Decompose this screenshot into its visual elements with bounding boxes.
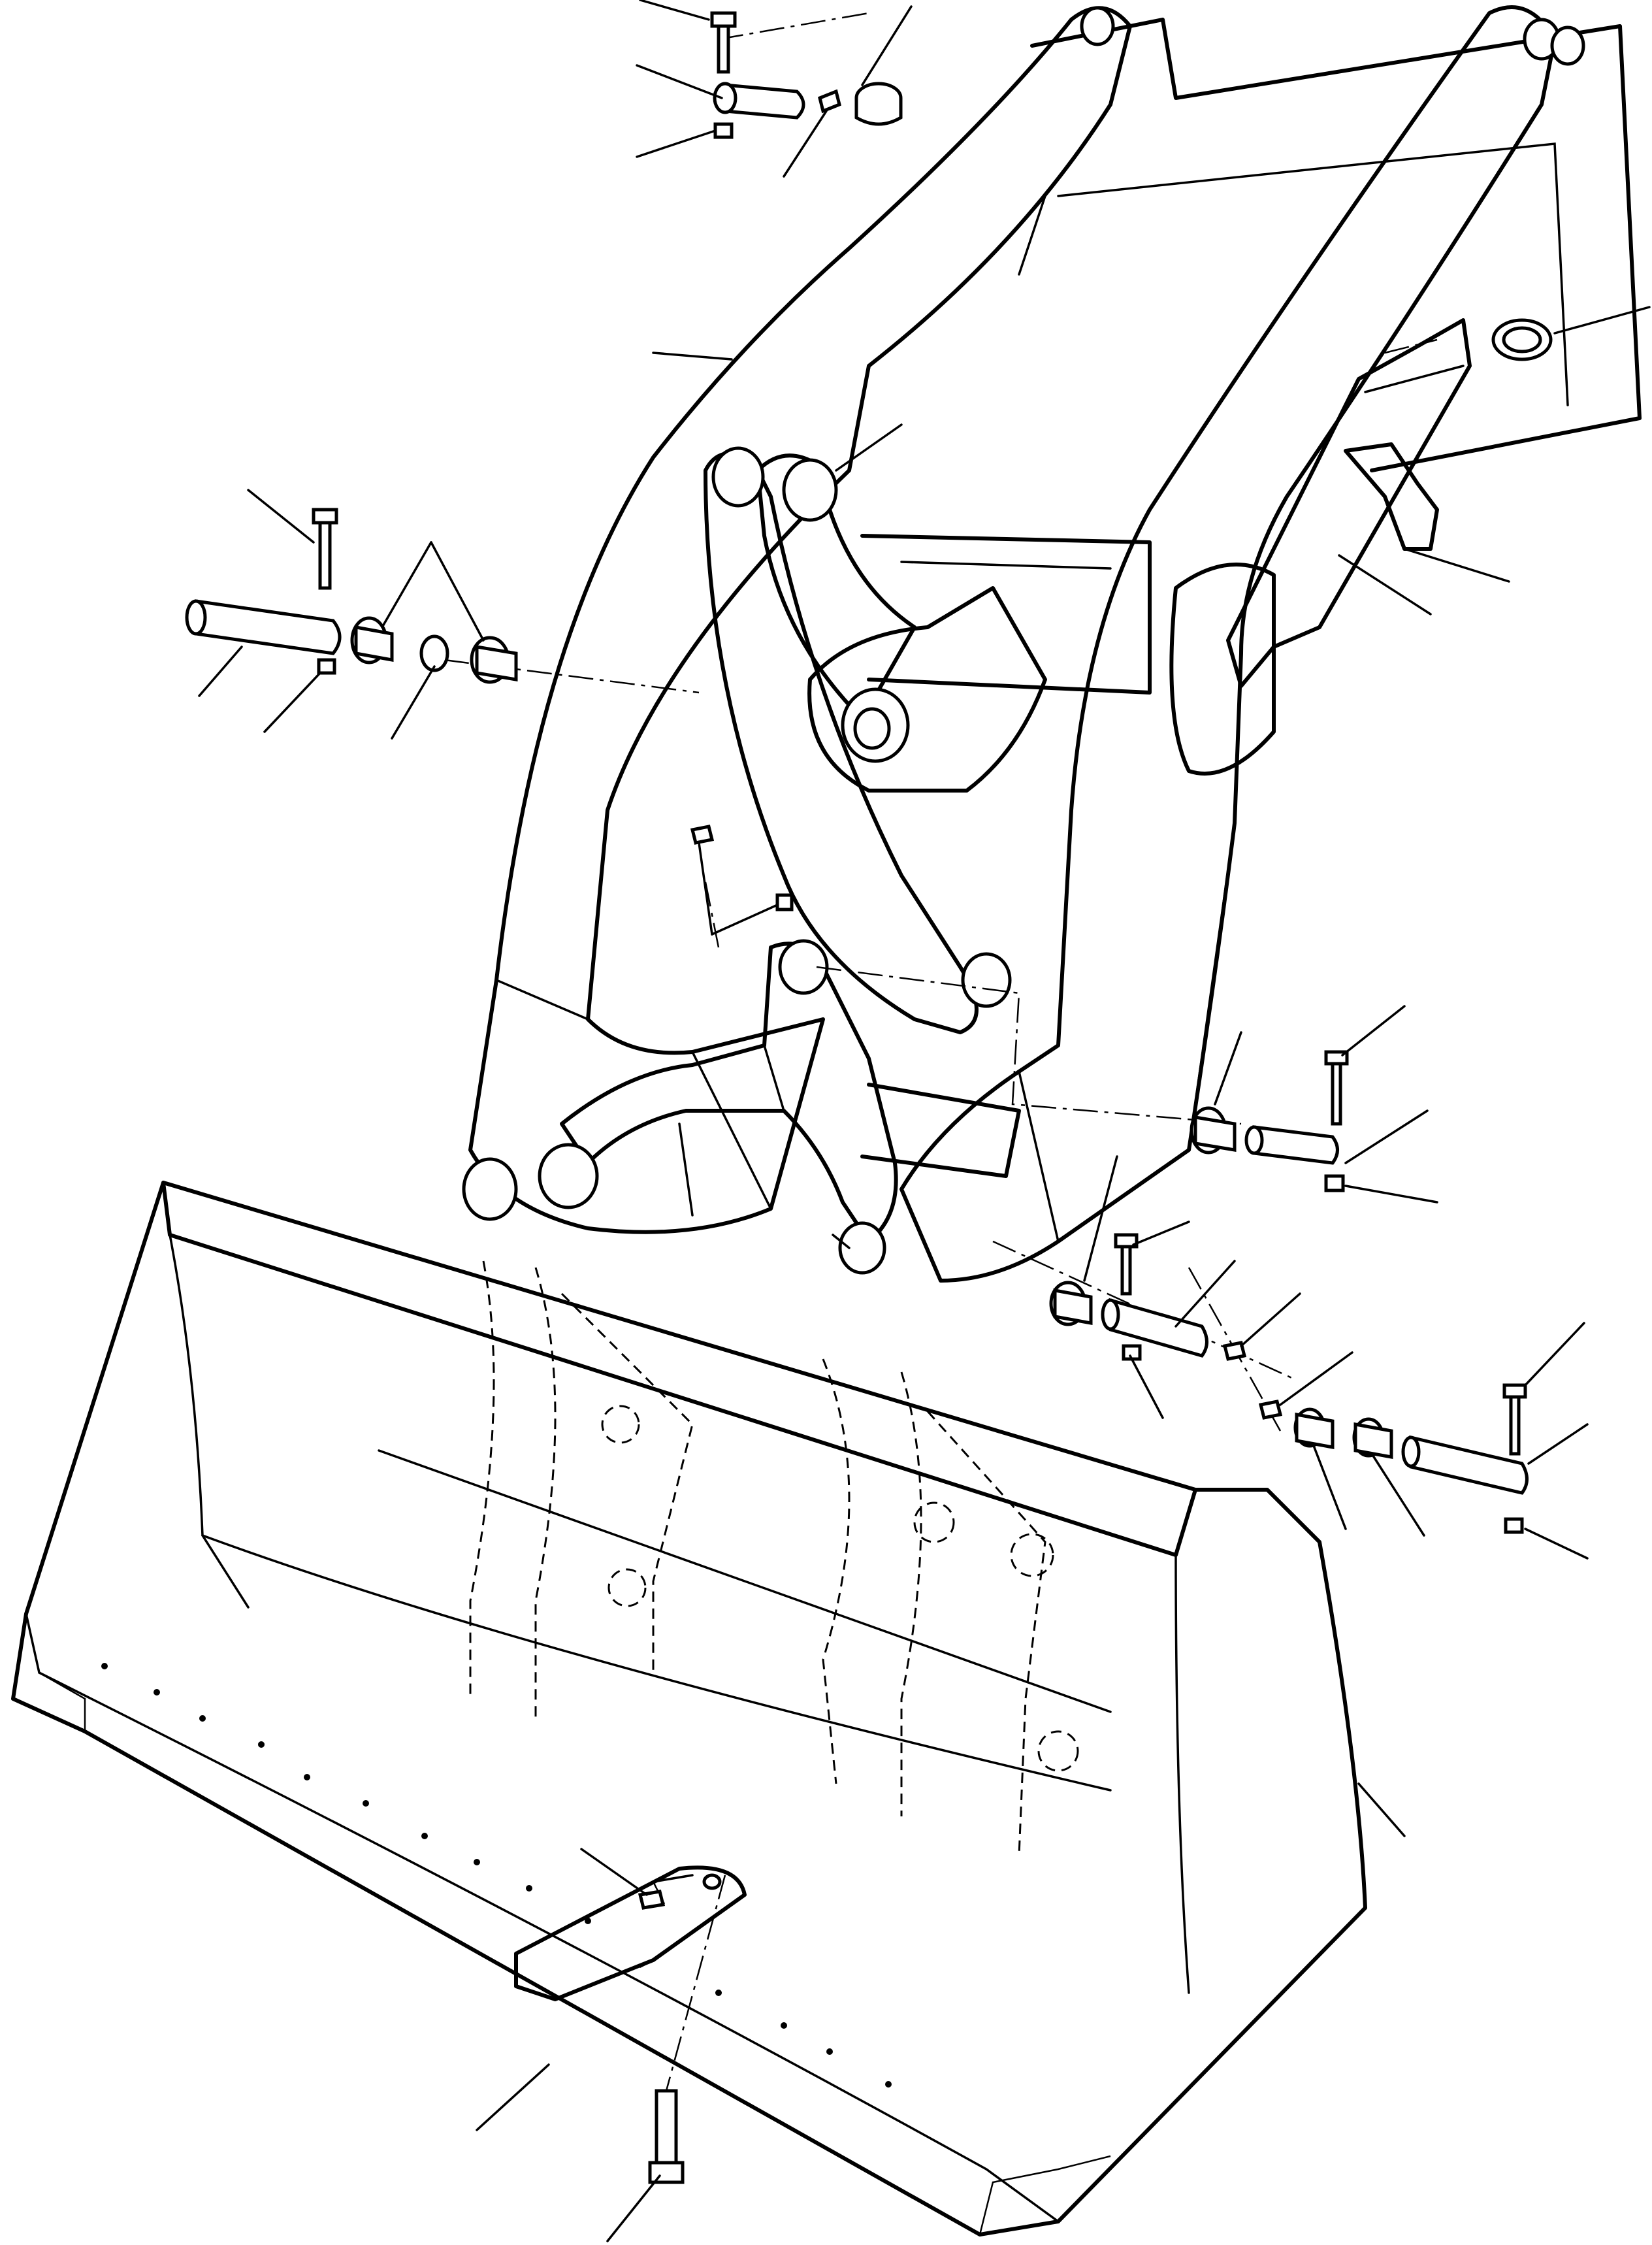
- lift-arm-right: [899, 5, 1557, 1283]
- bucket: [11, 1181, 1367, 2237]
- callout-leaders: [198, 0, 1651, 2242]
- safety-ring: [1491, 318, 1553, 361]
- lift-arm-left: [468, 6, 1132, 1234]
- bell-crank: [704, 446, 1047, 1034]
- loader-frame: [860, 18, 1642, 1178]
- bucket-hidden-mounting-plates: [469, 1260, 1079, 1856]
- explosion-center-lines: [444, 12, 1438, 2091]
- tooth-fasteners: [638, 1890, 685, 2184]
- tilt-cylinder: [1169, 318, 1472, 776]
- tilt-link: [462, 939, 898, 1275]
- pivot-pin-left: [185, 508, 518, 684]
- pivot-pin-top: [710, 11, 903, 139]
- pivot-pin-right-3: [1258, 1383, 1529, 1534]
- lift-arm: [468, 5, 1585, 1283]
- bucket-tooth: [514, 1865, 747, 2001]
- pivot-pin-right-2: [1049, 1233, 1247, 1361]
- bell-crank-hub: [807, 586, 1047, 793]
- cutting-edge-bolt-holes: [101, 1663, 892, 2088]
- pivot-pin-right-1: [1190, 1050, 1349, 1192]
- cylinder-strap: [1344, 442, 1439, 551]
